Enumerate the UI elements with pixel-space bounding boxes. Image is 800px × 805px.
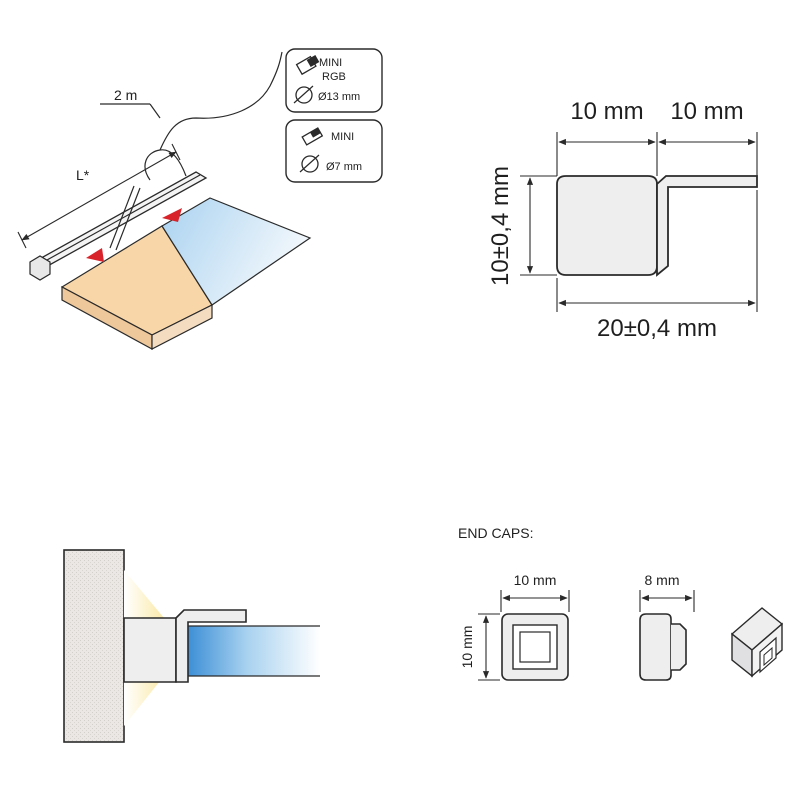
panel-right-edge: [151, 304, 213, 350]
cross-section-profile: [556, 175, 658, 276]
connector-mini-diameter: Ø7 mm: [326, 161, 362, 173]
installation-illustration: L* 2 m: [17, 51, 312, 351]
rgb-plug-icon: [295, 55, 320, 76]
led-glow-lower: [124, 676, 164, 726]
connector-badge-rgb: MINI RGB Ø13 mm: [285, 48, 383, 113]
end-cap-side-plug: [671, 623, 687, 671]
panel-cool-face: [161, 197, 312, 306]
power-cable: [144, 51, 283, 181]
wall-mount-illustration: [63, 549, 320, 743]
connector-badge-mini: MINI Ø7 mm: [285, 119, 383, 183]
end-cap-front-width: 10 mm: [514, 572, 557, 588]
end-cap-isometric-icon: [730, 607, 784, 678]
insert-arrow-left-icon: [86, 248, 104, 262]
connector-rgb-line2: RGB: [322, 71, 346, 83]
cross-section-total-width: 20±0,4 mm: [597, 315, 717, 342]
profile-end-cap: [29, 255, 51, 281]
wall-profile-section: [123, 617, 177, 683]
end-cap-side-width: 8 mm: [645, 572, 680, 588]
mini-plug-icon: [301, 127, 324, 146]
cross-section-flange: [656, 175, 758, 277]
end-caps-section: END CAPS: 10 mm 10 mm 8 mm: [458, 525, 784, 681]
connector-mini-line1: MINI: [331, 131, 354, 143]
end-cap-side-view: [639, 613, 672, 681]
led-glow-upper: [124, 570, 164, 618]
wall-profile-flange: [175, 609, 247, 683]
cross-section-top-left-width: 10 mm: [570, 98, 643, 125]
profile-length-label: L*: [76, 167, 90, 183]
cable-length-label: 2 m: [114, 87, 137, 103]
wall-block: [63, 549, 125, 743]
cross-section-top-right-width: 10 mm: [670, 98, 743, 125]
end-cap-front-height: 10 mm: [459, 626, 475, 669]
end-caps-heading: END CAPS:: [458, 525, 533, 541]
connector-rgb-line1: MINI: [319, 57, 342, 69]
connector-rgb-diameter: Ø13 mm: [318, 91, 360, 103]
profile-cross-section: 10 mm 10 mm 10±0,4 mm 20±0,4 mm: [487, 98, 758, 342]
cross-section-height: 10±0,4 mm: [487, 166, 514, 286]
glass-shelf: [188, 626, 320, 676]
